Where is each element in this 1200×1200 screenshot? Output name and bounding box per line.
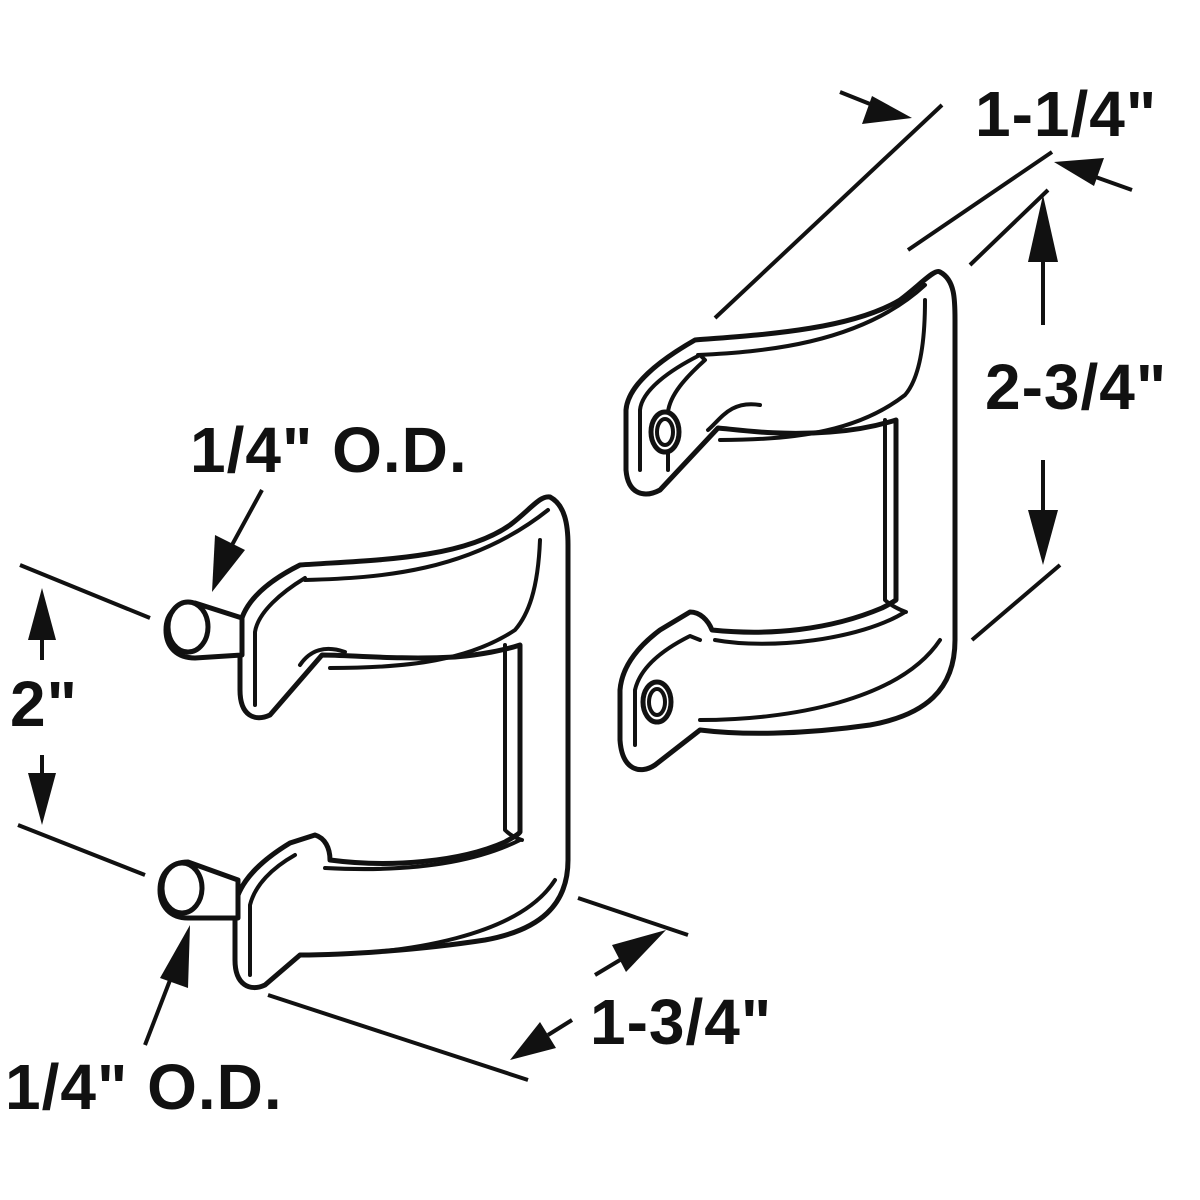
width-arrow-left-head <box>510 1022 556 1060</box>
left-bracket <box>157 494 571 991</box>
left-bracket-bottom-post-end <box>159 860 205 916</box>
left-bracket-inner-curve-front <box>298 538 542 670</box>
left-bracket-body <box>232 494 571 991</box>
width-arrow-right-shaft <box>593 958 622 977</box>
od-bottom-pointer-head <box>160 925 190 988</box>
right-bracket-body <box>617 269 958 773</box>
width-extension-line-right <box>577 896 689 937</box>
height-arrow-down-head <box>1028 510 1058 565</box>
post-od-bottom-label: 1/4" O.D. <box>5 1051 283 1123</box>
right-bracket-top-hole-inner <box>655 417 675 447</box>
right-bracket-lower-curve <box>698 610 942 722</box>
od-top-pointer-head <box>212 535 245 592</box>
width-extension-line-left <box>267 993 529 1082</box>
dimension-lines <box>17 90 1133 1082</box>
right-bracket-inner-curve-front <box>706 298 927 442</box>
left-bracket-lower-curve <box>303 838 557 957</box>
right-bracket-bottom-tab <box>633 634 702 747</box>
left-bracket-bottom-tab <box>248 853 297 977</box>
right-bracket-bottom-hole-inner <box>647 687 667 717</box>
depth-arrow-left-head <box>862 96 912 124</box>
post-spacing-label: 2" <box>10 668 78 740</box>
left-bracket-top-post-end <box>165 599 211 655</box>
height-label: 2-3/4" <box>985 351 1168 423</box>
spacing-extension-line-bottom <box>17 823 146 877</box>
od-top-pointer-shaft <box>230 489 264 546</box>
height-extension-line-bottom <box>970 563 1062 642</box>
height-arrow-up-head <box>1028 195 1058 262</box>
spacing-extension-line-top <box>19 563 151 620</box>
od-bottom-pointer-shaft <box>143 974 174 1046</box>
depth-label: 1-1/4" <box>975 78 1158 150</box>
post-od-top-label: 1/4" O.D. <box>190 414 468 486</box>
height-extension-line-top <box>968 188 1050 267</box>
width-arrow-left-shaft <box>546 1018 574 1037</box>
width-label: 1-3/4" <box>590 986 773 1058</box>
depth-extension-line-back <box>713 103 944 320</box>
spacing-arrow-down-head <box>28 773 56 825</box>
right-bracket-top-tab <box>638 353 707 472</box>
left-bracket-top-tab <box>253 576 307 707</box>
depth-extension-line-front <box>906 150 1054 252</box>
right-bracket-inner-curve-top <box>696 283 927 357</box>
spacing-arrow-up-head <box>28 588 56 640</box>
right-bracket <box>617 269 958 773</box>
depth-arrow-right-head <box>1054 158 1104 186</box>
left-bracket-inner-curve-top <box>303 508 550 582</box>
width-arrow-right-head <box>612 930 666 972</box>
